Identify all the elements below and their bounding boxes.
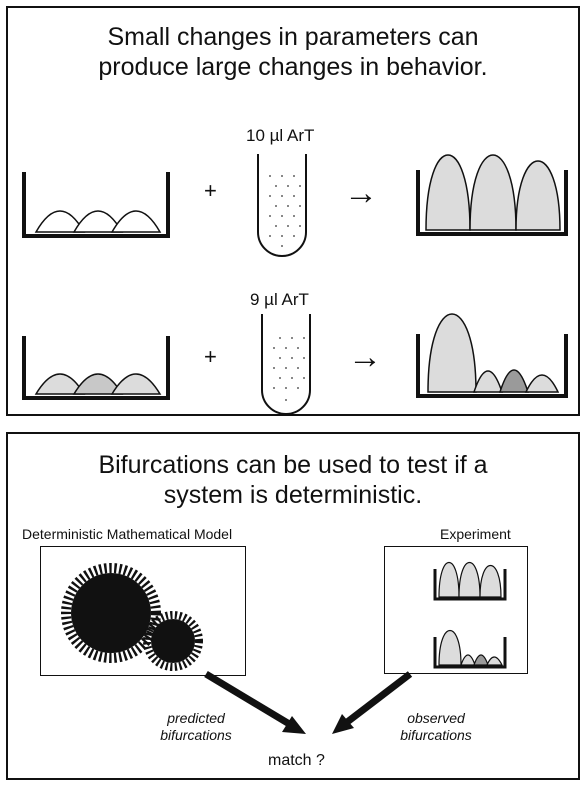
plus-sign: +	[204, 178, 217, 203]
colony-small	[472, 370, 504, 393]
colony-large	[515, 160, 561, 231]
arrow-right-icon: →	[344, 174, 378, 212]
dose-label-row1: 10 µl ArT	[246, 126, 315, 145]
bottom-panel: Bifurcations can be used to test if a sy…	[6, 432, 580, 780]
match-label: match ?	[268, 752, 325, 769]
colony-dark	[498, 369, 530, 393]
dish-initial-row1	[22, 172, 170, 238]
experiment-label: Experiment	[440, 526, 511, 542]
converging-arrows	[204, 670, 413, 734]
top-panel-title: Small changes in parameters can produce …	[98, 23, 488, 81]
dish-result-row1	[416, 154, 568, 236]
colony-small	[110, 373, 162, 395]
experiment-dishes	[433, 562, 507, 669]
dish-result-row2	[416, 313, 568, 398]
arrow-right	[339, 671, 413, 729]
plus-sign: +	[204, 344, 217, 369]
arrow-right-icon: →	[348, 338, 382, 376]
experiment-box	[384, 546, 528, 674]
test-tube-row2	[261, 314, 311, 415]
colony-small	[524, 374, 560, 393]
colony-large	[427, 313, 477, 393]
dish-initial-row2	[22, 336, 170, 400]
test-tube-row1	[257, 154, 307, 257]
model-box	[40, 546, 246, 676]
dose-label-row2: 9 µl ArT	[250, 290, 309, 309]
colony-large	[469, 154, 517, 231]
top-panel: Small changes in parameters can produce …	[6, 6, 580, 416]
bottom-panel-title: Bifurcations can be used to test if a sy…	[98, 451, 488, 509]
gear-icon	[61, 563, 203, 671]
colony-large	[425, 154, 471, 231]
colony-small	[110, 210, 162, 233]
predicted-label: predicted bifurcations	[160, 710, 232, 743]
observed-label: observed bifurcations	[400, 710, 472, 743]
arrow-left	[204, 670, 298, 732]
model-label: Deterministic Mathematical Model	[22, 526, 233, 542]
